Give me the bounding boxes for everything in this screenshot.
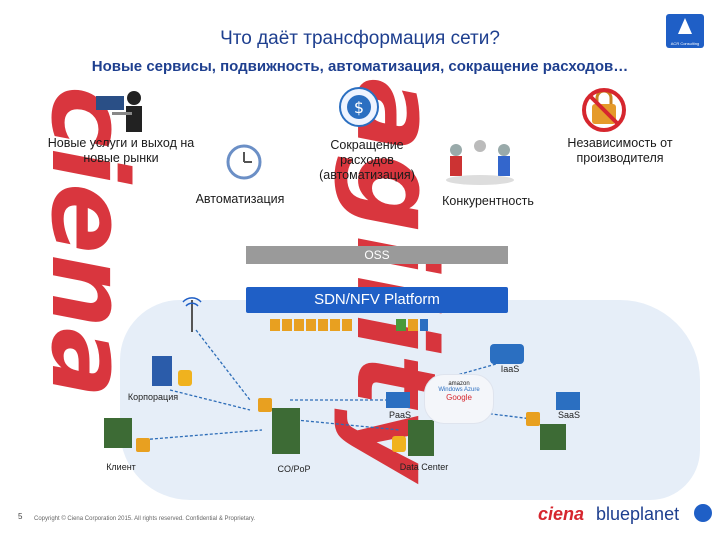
client-building (104, 418, 132, 448)
label-corporation: Корпорация (118, 392, 188, 402)
ciena-logo: ciena (538, 504, 584, 525)
partner-cloud: amazon Windows Azure Google (424, 374, 494, 424)
blueplanet-logo: blueplanet (596, 504, 679, 525)
google-logo: Google (425, 393, 493, 402)
label-client: Клиент (96, 462, 146, 472)
label-data-center: Data Center (394, 462, 454, 472)
copyright: Copyright © Ciena Corporation 2015. All … (34, 516, 255, 522)
data-center-building (408, 420, 434, 456)
label-saas: SaaS (552, 410, 586, 420)
data-center-lock-icon (392, 436, 406, 452)
blueplanet-globe-icon (694, 504, 712, 522)
paas-icon (386, 392, 410, 408)
client-vnf-icon (136, 438, 150, 452)
label-paas: PaaS (384, 410, 416, 420)
corporation-building (152, 356, 172, 386)
saas-building (540, 424, 566, 450)
label-co-pop: CO/PoP (264, 464, 324, 474)
label-iaas: IaaS (492, 364, 528, 374)
lock-icon (178, 370, 192, 386)
saas-vnf-icon (526, 412, 540, 426)
iaas-icon (490, 344, 524, 364)
co-pop-vnf-icon (258, 398, 272, 412)
co-pop-building (272, 408, 300, 454)
page-number: 5 (18, 512, 22, 521)
saas-icon (556, 392, 580, 410)
